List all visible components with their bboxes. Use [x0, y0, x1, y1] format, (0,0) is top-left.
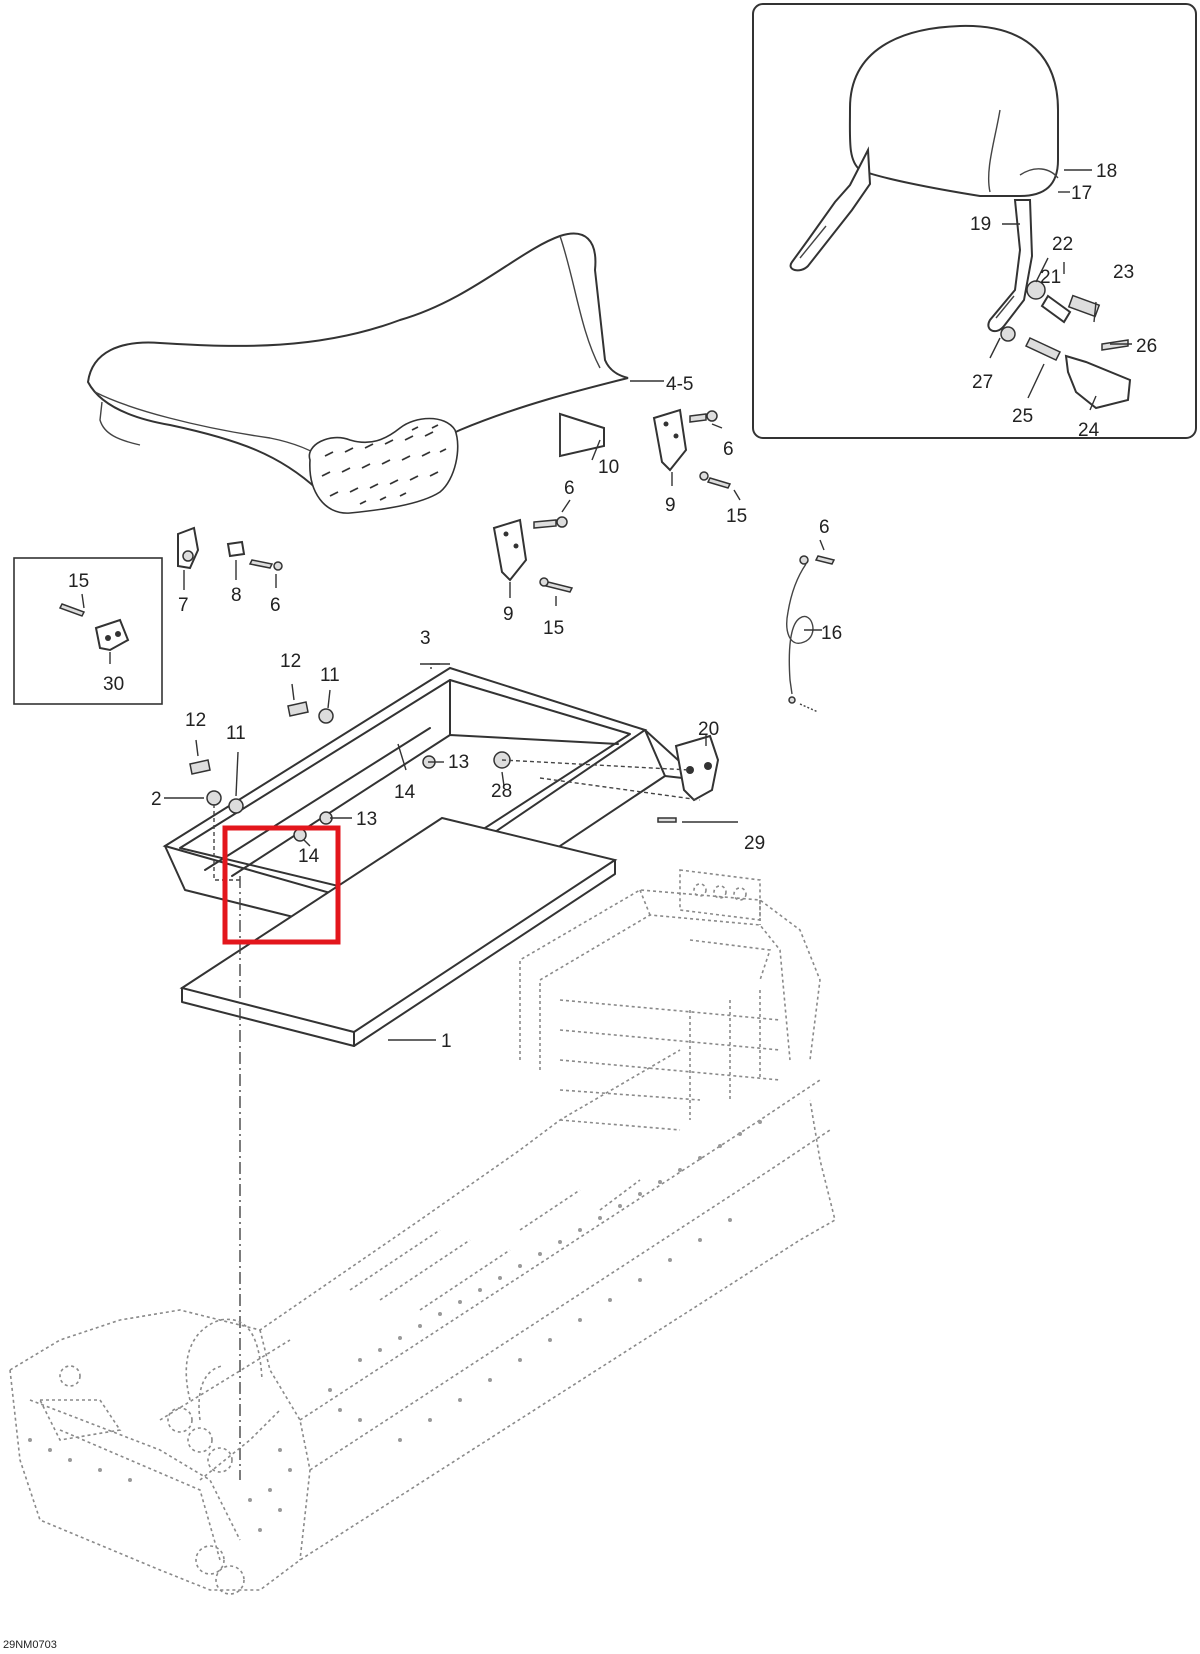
- callout-21: 21: [1040, 267, 1061, 288]
- callout-11-left: 11: [226, 723, 246, 744]
- tether-cable-16: [786, 539, 836, 713]
- callout-19: 19: [970, 214, 991, 235]
- callout-4-5: 4-5: [666, 374, 693, 395]
- callout-10: 10: [598, 457, 619, 478]
- callout-9-lower: 9: [503, 604, 514, 625]
- backrest-pad: [848, 24, 1059, 197]
- callout-6-cable: 6: [819, 517, 830, 538]
- backrest-bracket-right: [987, 199, 1034, 333]
- chassis-tunnel: [9, 1049, 836, 1591]
- backrest-inset-frame: [752, 3, 1197, 439]
- callout-6-hinge-upper: 6: [723, 439, 734, 460]
- hinge-upper: [652, 408, 732, 489]
- callout-13-lower: 13: [356, 809, 377, 830]
- callout-25: 25: [1012, 406, 1033, 427]
- callout-labels: 1 2 3 4-5 6 6 6 6 7 8 9 9 10 11 11 12 12…: [68, 161, 1157, 1052]
- callout-9-upper: 9: [665, 495, 676, 516]
- hinge-leaders: [509, 423, 741, 606]
- chassis-rivet-holes: [28, 1120, 762, 1532]
- callout-15-upper: 15: [726, 506, 747, 527]
- callout-2: 2: [151, 789, 162, 810]
- callout-17: 17: [1071, 183, 1092, 204]
- seat-strip-part-10: [559, 412, 605, 458]
- seat-grip-panel: [308, 417, 459, 514]
- backrest-bracket-left: [789, 146, 872, 272]
- base-plate-1: [179, 816, 618, 1047]
- rivet-bracket-30: [58, 593, 130, 664]
- callout-1: 1: [441, 1031, 452, 1052]
- chassis-rear-rack: [519, 869, 821, 1131]
- callout-14-upper: 14: [394, 782, 416, 803]
- callout-28: 28: [491, 781, 512, 802]
- callout-22: 22: [1052, 234, 1073, 255]
- chassis-front-loops: [38, 1318, 263, 1595]
- rivet-inset-frame: [13, 557, 163, 705]
- seat-grip-texture: [321, 424, 447, 505]
- callout-6-latch: 6: [270, 595, 281, 616]
- tray-leaders: [164, 663, 738, 1480]
- callout-29: 29: [744, 833, 765, 854]
- latch-bracket-7: [177, 526, 283, 590]
- callout-12-left: 12: [185, 710, 206, 731]
- hinge-lower: [492, 516, 574, 593]
- seat-cushion: [86, 232, 629, 500]
- highlight-box: [222, 825, 341, 945]
- callout-27: 27: [972, 372, 993, 393]
- callout-14-highlighted: 14: [298, 846, 320, 867]
- callout-7: 7: [178, 595, 189, 616]
- callout-24: 24: [1078, 420, 1100, 441]
- callout-13-upper: 13: [448, 752, 469, 773]
- callout-26: 26: [1136, 336, 1157, 357]
- callout-6-hinge-lower: 6: [564, 478, 575, 499]
- callout-11-right: 11: [320, 665, 340, 686]
- callout-20: 20: [698, 719, 719, 740]
- diagram-code: 29NM0703: [3, 1639, 57, 1651]
- callout-8: 8: [231, 585, 242, 606]
- callout-30: 30: [103, 674, 124, 695]
- callout-16: 16: [821, 623, 842, 644]
- callout-3: 3: [420, 628, 431, 649]
- callout-15-inset: 15: [68, 571, 89, 592]
- callout-15-lower: 15: [543, 618, 564, 639]
- callout-23: 23: [1113, 262, 1134, 283]
- backrest-leaders: [989, 169, 1132, 411]
- tray-fasteners: [189, 701, 720, 842]
- callout-12-right: 12: [280, 651, 301, 672]
- callout-18: 18: [1096, 161, 1117, 182]
- backrest-hardware: [1000, 280, 1132, 410]
